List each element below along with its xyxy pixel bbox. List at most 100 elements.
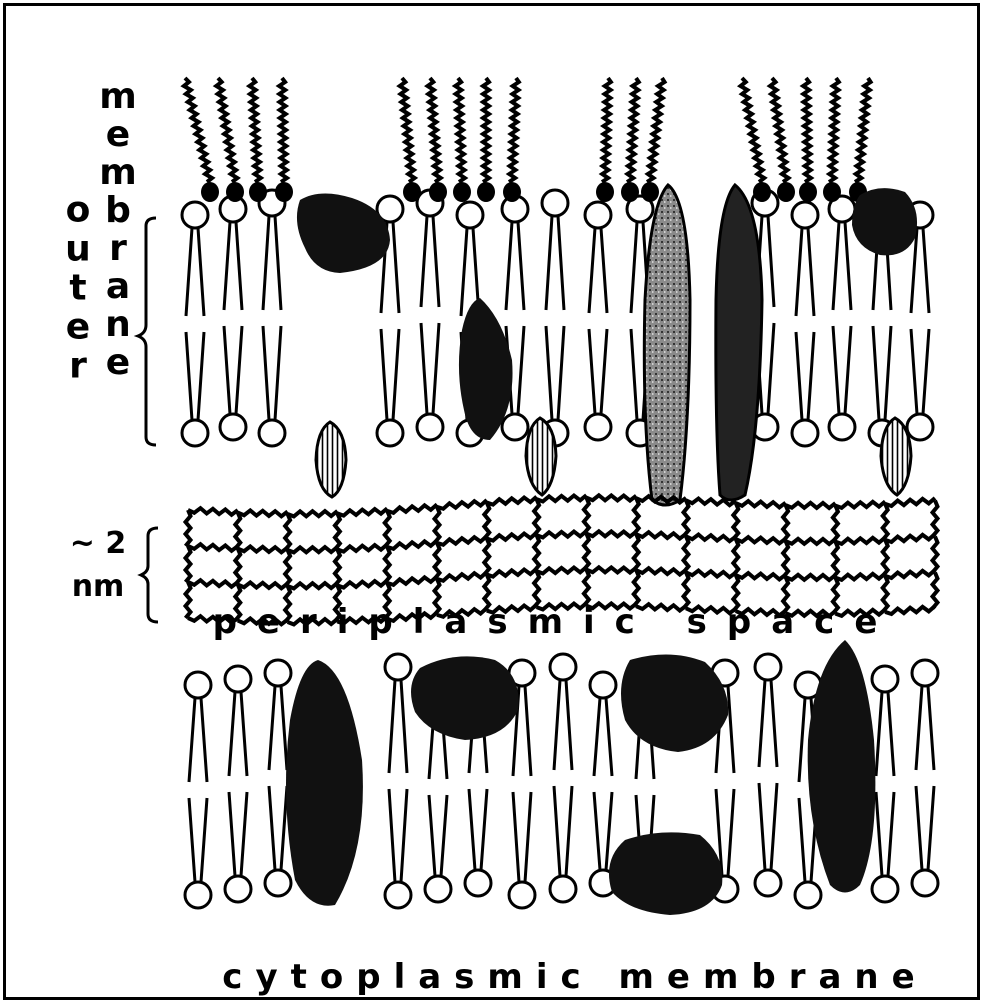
lipid-tails	[589, 228, 607, 414]
peptide-crosslink	[733, 503, 738, 539]
lps-core	[823, 182, 841, 202]
peptide-crosslink	[584, 498, 589, 534]
peptidoglycan-strand	[387, 576, 437, 585]
lipid-tails	[554, 680, 572, 876]
peptidoglycan-strand	[835, 573, 885, 579]
peptide-crosslink	[534, 499, 539, 535]
peptide-crosslink	[883, 540, 888, 576]
peptide-crosslink	[584, 534, 589, 570]
lps-chain	[741, 78, 765, 182]
peptidoglycan-strand	[337, 544, 387, 551]
lps-molecule	[741, 78, 771, 202]
lps-chain	[602, 78, 611, 182]
peptide-crosslink	[435, 543, 440, 579]
peptide-crosslink	[186, 546, 191, 582]
lipid-tails	[229, 692, 247, 876]
peptide-crosslink	[484, 539, 489, 575]
peptide-crosslink	[634, 534, 639, 570]
peptide-crosslink	[933, 500, 938, 536]
lipid-head-top	[590, 672, 616, 698]
lps-molecule	[184, 78, 219, 202]
lps-molecule	[621, 78, 639, 202]
lipid-tails	[911, 228, 929, 414]
lps-molecule	[400, 78, 421, 202]
outer-protein-dark-porin	[716, 185, 762, 500]
phospholipid	[912, 660, 938, 896]
phospholipid	[542, 190, 568, 446]
lps-chain	[400, 78, 415, 182]
lps-molecule	[216, 78, 244, 202]
peptide-crosslink	[933, 572, 938, 608]
peptidoglycan-strand	[835, 501, 885, 507]
lipid-head-bottom	[417, 414, 443, 440]
lipid-head-top	[225, 666, 251, 692]
lps-chain	[803, 78, 811, 182]
lps-chain	[483, 78, 489, 182]
lps-core	[429, 182, 447, 202]
lipid-head-bottom	[225, 876, 251, 902]
peptidoglycan-strand	[487, 497, 537, 505]
peptidoglycan-strand	[487, 533, 537, 541]
lps-molecule	[249, 78, 267, 202]
peptidoglycan-strand	[238, 510, 288, 516]
lipid-tails	[189, 698, 207, 882]
lps-molecule	[503, 78, 521, 202]
peptidoglycan-strand	[487, 569, 537, 577]
lipid-head-top	[585, 202, 611, 228]
lipid-tails	[594, 698, 612, 870]
lipid-head-bottom	[907, 414, 933, 440]
peptide-crosslink	[833, 542, 838, 578]
peptidoglycan-strand	[288, 583, 338, 588]
phospholipid	[829, 196, 855, 440]
peptidoglycan-strand	[337, 508, 387, 515]
lipid-head-top	[385, 654, 411, 680]
lps-chain	[647, 78, 665, 182]
peptidoglycan-strand	[786, 539, 836, 544]
peptidoglycan-strand	[238, 582, 288, 588]
label-cytoplasmic-membrane: cytoplasmic membrane	[222, 957, 927, 997]
lipid-head-bottom	[185, 882, 211, 908]
phospholipid	[550, 654, 576, 902]
peptidoglycan-strand	[686, 535, 736, 542]
peptide-crosslink	[285, 550, 290, 586]
lipid-head-bottom	[829, 414, 855, 440]
label-outer: outer	[58, 190, 99, 385]
lipid-tails	[759, 680, 777, 870]
peptide-crosslink	[534, 535, 539, 571]
lipid-head-top	[542, 190, 568, 216]
label-thickness-unit: nm	[72, 569, 125, 604]
lipid-head-bottom	[795, 882, 821, 908]
peptide-crosslink	[186, 582, 191, 618]
lps-core	[403, 182, 421, 202]
peptidoglycan-strand	[337, 580, 387, 587]
lps-chain	[279, 78, 287, 182]
peptidoglycan-strand	[537, 567, 587, 573]
inner-protein-bottom	[609, 832, 722, 915]
peptide-crosslink	[235, 549, 240, 585]
peptide-crosslink	[733, 539, 738, 575]
lipid-tails	[263, 216, 281, 420]
lipid-head-top	[185, 672, 211, 698]
outer-protein-gray-porin	[644, 185, 690, 505]
lps-core	[275, 182, 293, 202]
lps-molecule	[770, 78, 795, 202]
lipid-head-bottom	[509, 882, 535, 908]
lps-core	[777, 182, 795, 202]
phospholipid	[182, 202, 208, 446]
lps-molecule	[428, 78, 447, 202]
lipid-head-top	[550, 654, 576, 680]
peptidoglycan-strand	[636, 532, 686, 538]
peptidoglycan-strand	[188, 544, 238, 551]
lps-molecule	[275, 78, 293, 202]
peptidoglycan-strand	[885, 570, 935, 578]
peptide-crosslink	[883, 504, 888, 540]
lipoproteins	[316, 418, 911, 497]
peptide-crosslink	[385, 547, 390, 583]
lipid-head-bottom	[550, 876, 576, 902]
lipid-head-bottom	[182, 420, 208, 446]
lipid-head-top	[912, 660, 938, 686]
lipid-tails	[269, 686, 287, 870]
lipid-head-top	[457, 202, 483, 228]
peptide-crosslink	[435, 507, 440, 543]
inner-protein-left	[286, 660, 363, 906]
